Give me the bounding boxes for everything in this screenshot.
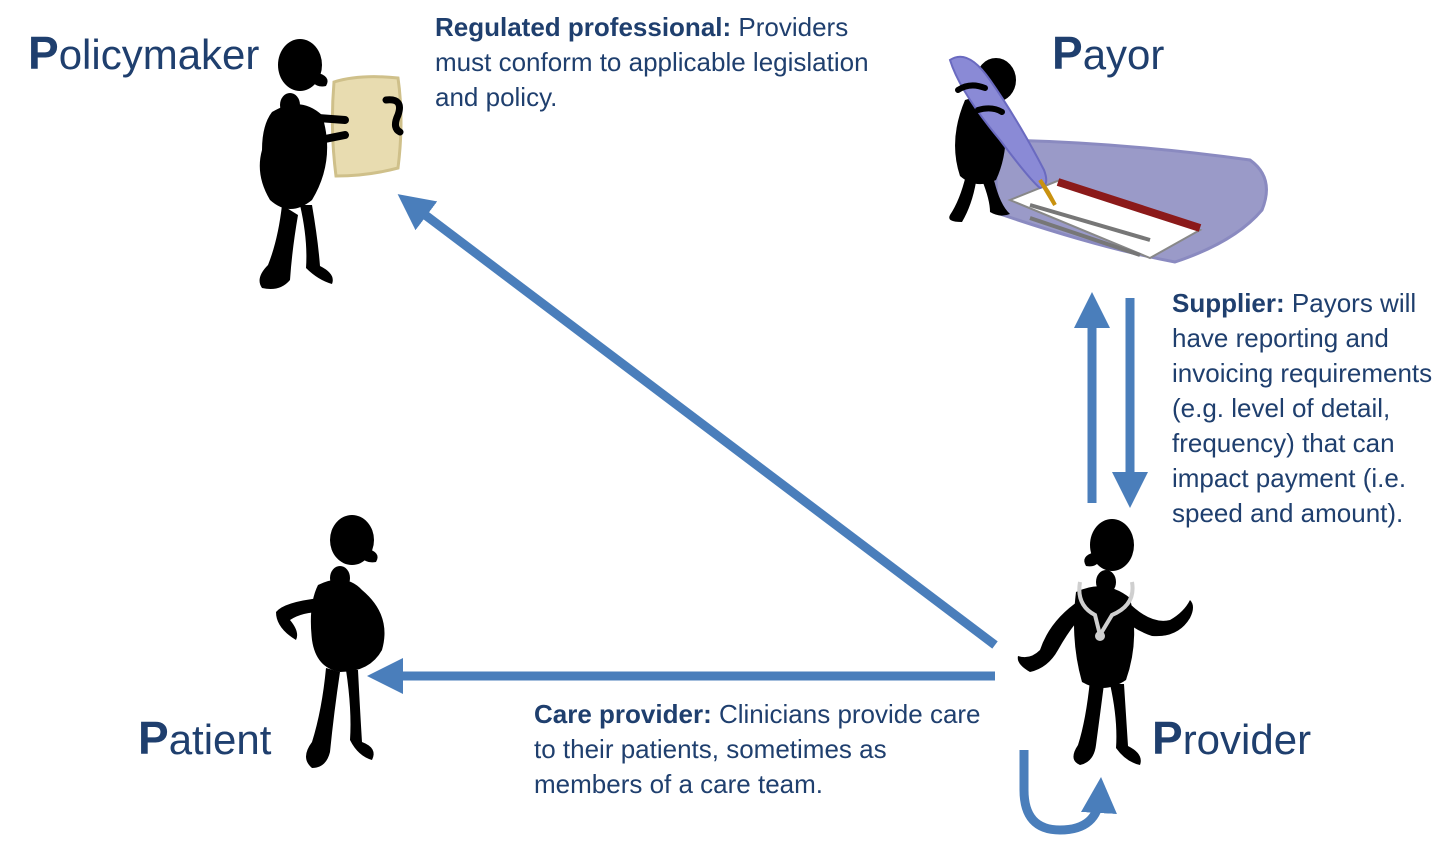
payor-label-rest: ayor (1082, 31, 1165, 78)
care-provider-term: Care provider: (534, 699, 712, 729)
policymaker-initial: P (28, 27, 59, 79)
patient-label-rest: atient (168, 716, 272, 763)
regulated-professional-description: Regulated professional: Providers must c… (435, 10, 885, 115)
provider-label-rest: rovider (1182, 716, 1312, 763)
care-provider-text: Clinicians provide care to their patient… (534, 699, 981, 799)
regulated-professional-term: Regulated professional: (435, 12, 732, 42)
payor-figure-icon (948, 55, 1268, 264)
payor-initial: P (1052, 27, 1083, 79)
policymaker-label-rest: olicymaker (58, 31, 260, 78)
supplier-text: Payors will have reporting and invoicing… (1172, 288, 1433, 528)
arrow-provider-to-policymaker (397, 194, 998, 649)
provider-label: Provider (1152, 715, 1311, 761)
patient-label: Patient (138, 715, 271, 761)
payor-label: Payor (1052, 30, 1164, 76)
provider-figure-icon (1017, 519, 1193, 765)
patient-figure-icon (276, 515, 385, 768)
patient-initial: P (138, 712, 169, 764)
supplier-description: Supplier: Payors will have reporting and… (1172, 286, 1442, 531)
care-provider-description: Care provider: Clinicians provide care t… (534, 697, 994, 802)
policymaker-figure-icon (259, 39, 404, 289)
arrows (367, 194, 1148, 835)
policymaker-label: Policymaker (28, 30, 259, 76)
regulated-professional-text: Providers must conform to applicable leg… (435, 12, 869, 112)
provider-initial: P (1152, 712, 1183, 764)
supplier-term: Supplier: (1172, 288, 1285, 318)
arrow-provider-self-loop (1019, 750, 1117, 835)
